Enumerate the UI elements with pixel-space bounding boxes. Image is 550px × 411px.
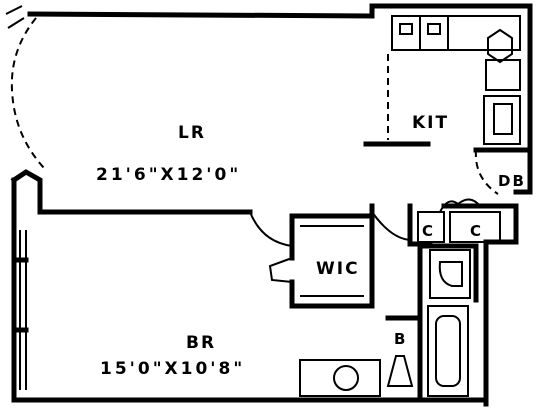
closet-door-swing (371, 211, 413, 241)
bedroom-door-swing (249, 211, 293, 247)
db-label: DB (498, 172, 526, 190)
kitchen-label: KIT (412, 113, 449, 133)
bedroom-dimensions: 15'0"X10'8" (100, 359, 245, 379)
walk-in-closet (268, 203, 375, 309)
kitchen (363, 15, 533, 195)
closet-label-2: C (470, 222, 483, 240)
living-room-label: LR (178, 123, 206, 143)
window-mark (5, 5, 25, 29)
living-room-dimensions: 21'6"X12'0" (96, 165, 241, 185)
bedroom-windows (11, 230, 29, 390)
bay-window (10, 17, 45, 169)
walk-in-closet-label: WIC (316, 259, 360, 279)
bedroom-label: BR (186, 333, 216, 353)
closet-label-1: C (422, 222, 435, 240)
b-label: B (394, 330, 407, 348)
bathroom (299, 243, 479, 403)
